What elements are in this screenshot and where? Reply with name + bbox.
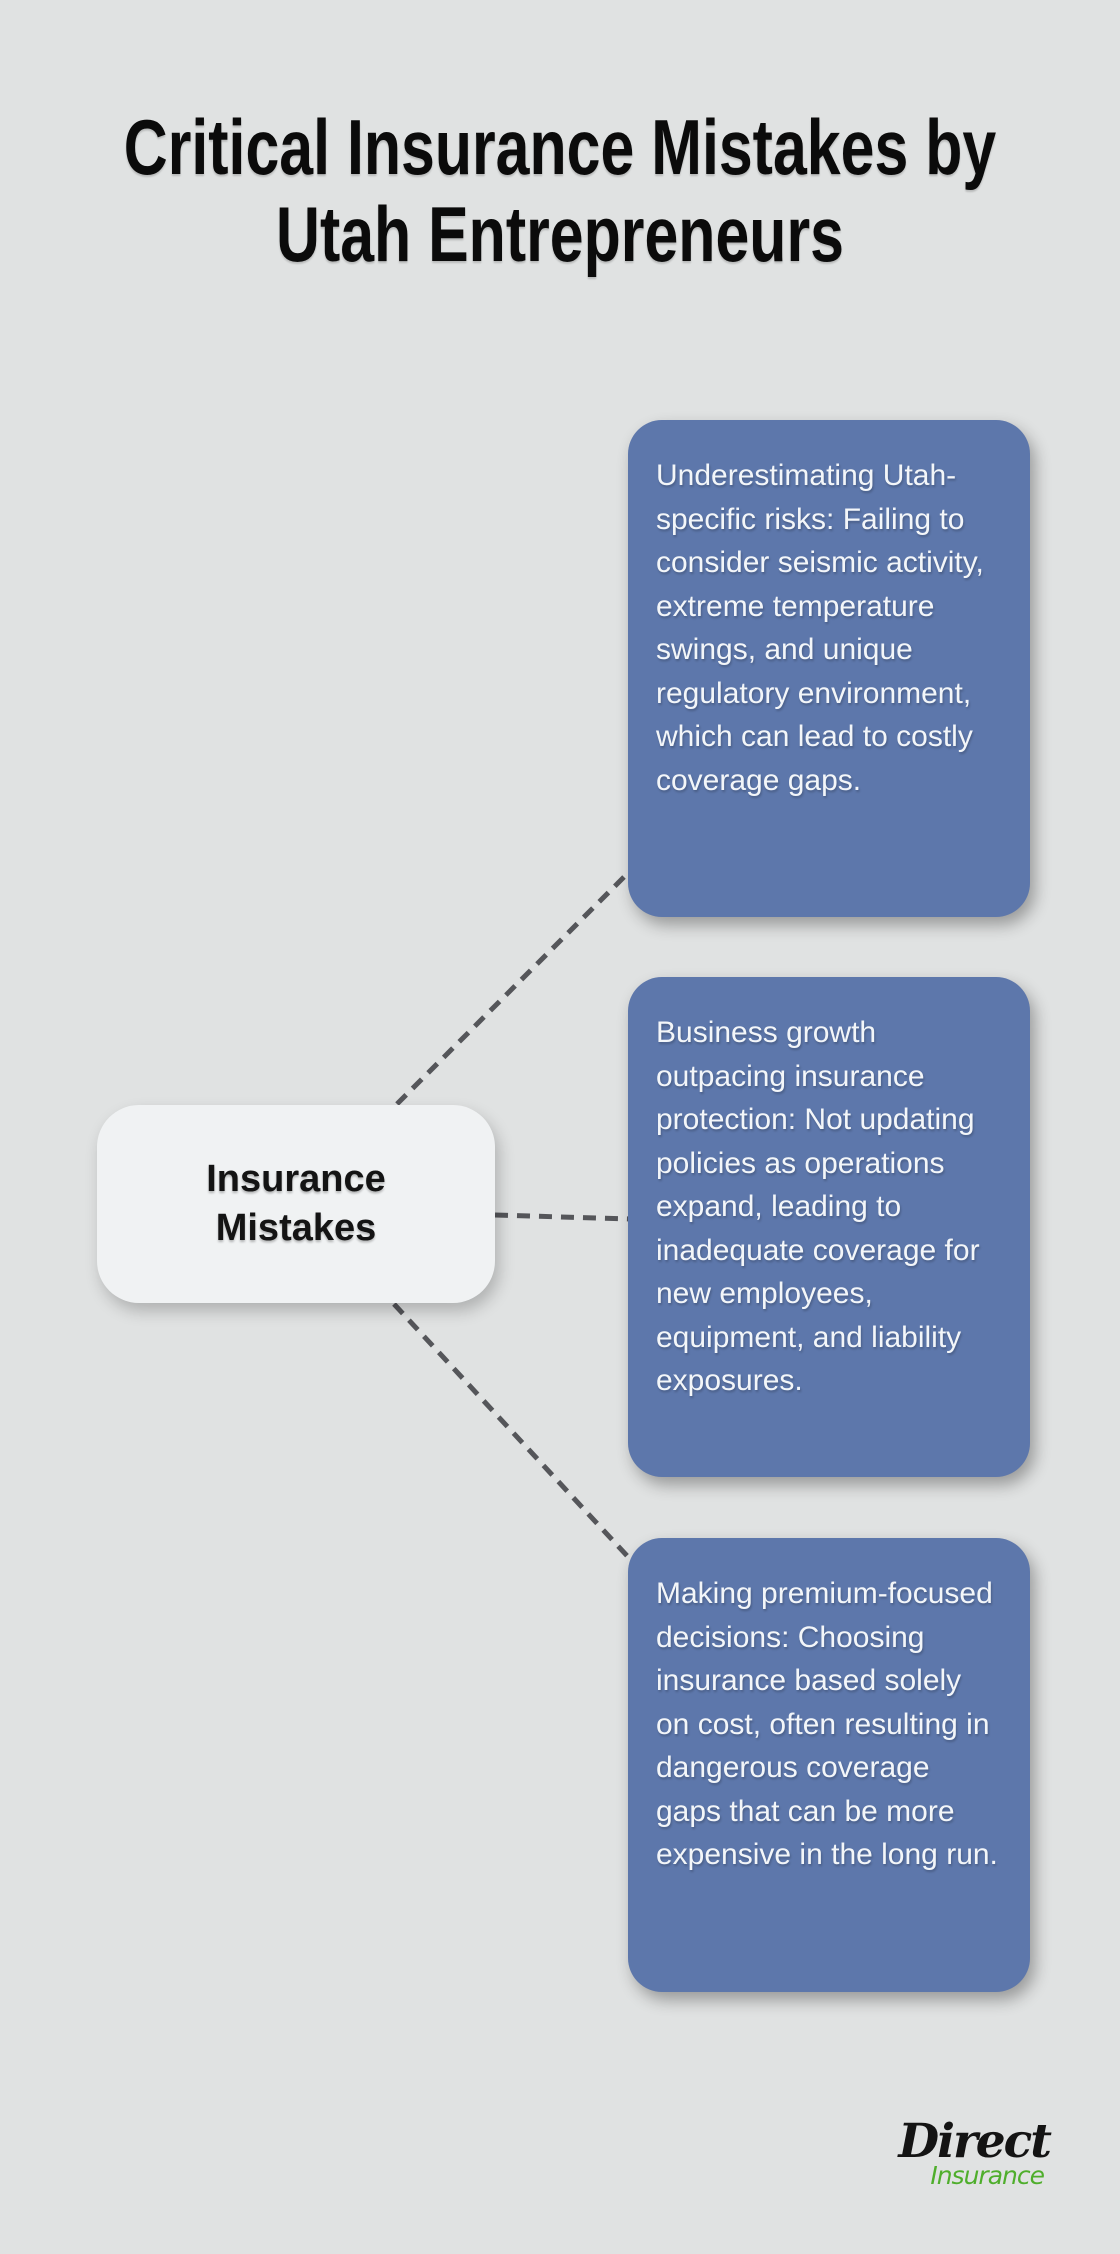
brand-logo-subtext: Insurance bbox=[930, 2161, 1045, 2190]
page-title-line-2: Utah Entrepreneurs bbox=[276, 190, 844, 279]
page-title-line-1: Critical Insurance Mistakes by bbox=[123, 103, 997, 191]
root-node-insurance-mistakes: Insurance Mistakes bbox=[97, 1105, 495, 1303]
mistake-card-premium-focused: Making premium-focused decisions: Choosi… bbox=[628, 1538, 1030, 1992]
mistake-card-underestimating-risks: Underestimating Utah-specific risks: Fai… bbox=[628, 420, 1030, 917]
connector-line-top bbox=[395, 869, 632, 1106]
brand-logo-wordmark: Direct bbox=[898, 2114, 1052, 2169]
page-title: Critical Insurance Mistakes by Utah Entr… bbox=[123, 103, 997, 279]
connector-line-bottom bbox=[392, 1302, 632, 1561]
root-node-label: Insurance Mistakes bbox=[206, 1157, 386, 1249]
mistake-card-growth-outpacing: Business growth outpacing insurance prot… bbox=[628, 977, 1030, 1477]
mistake-card-1-text: Underestimating Utah-specific risks: Fai… bbox=[656, 459, 984, 797]
mistake-card-2-text: Business growth outpacing insurance prot… bbox=[656, 1016, 980, 1397]
mistake-card-3-text: Making premium-focused decisions: Choosi… bbox=[656, 1577, 998, 1871]
brand-logo: Direct Insurance bbox=[898, 2114, 1052, 2190]
connector-line-middle bbox=[494, 1212, 631, 1222]
